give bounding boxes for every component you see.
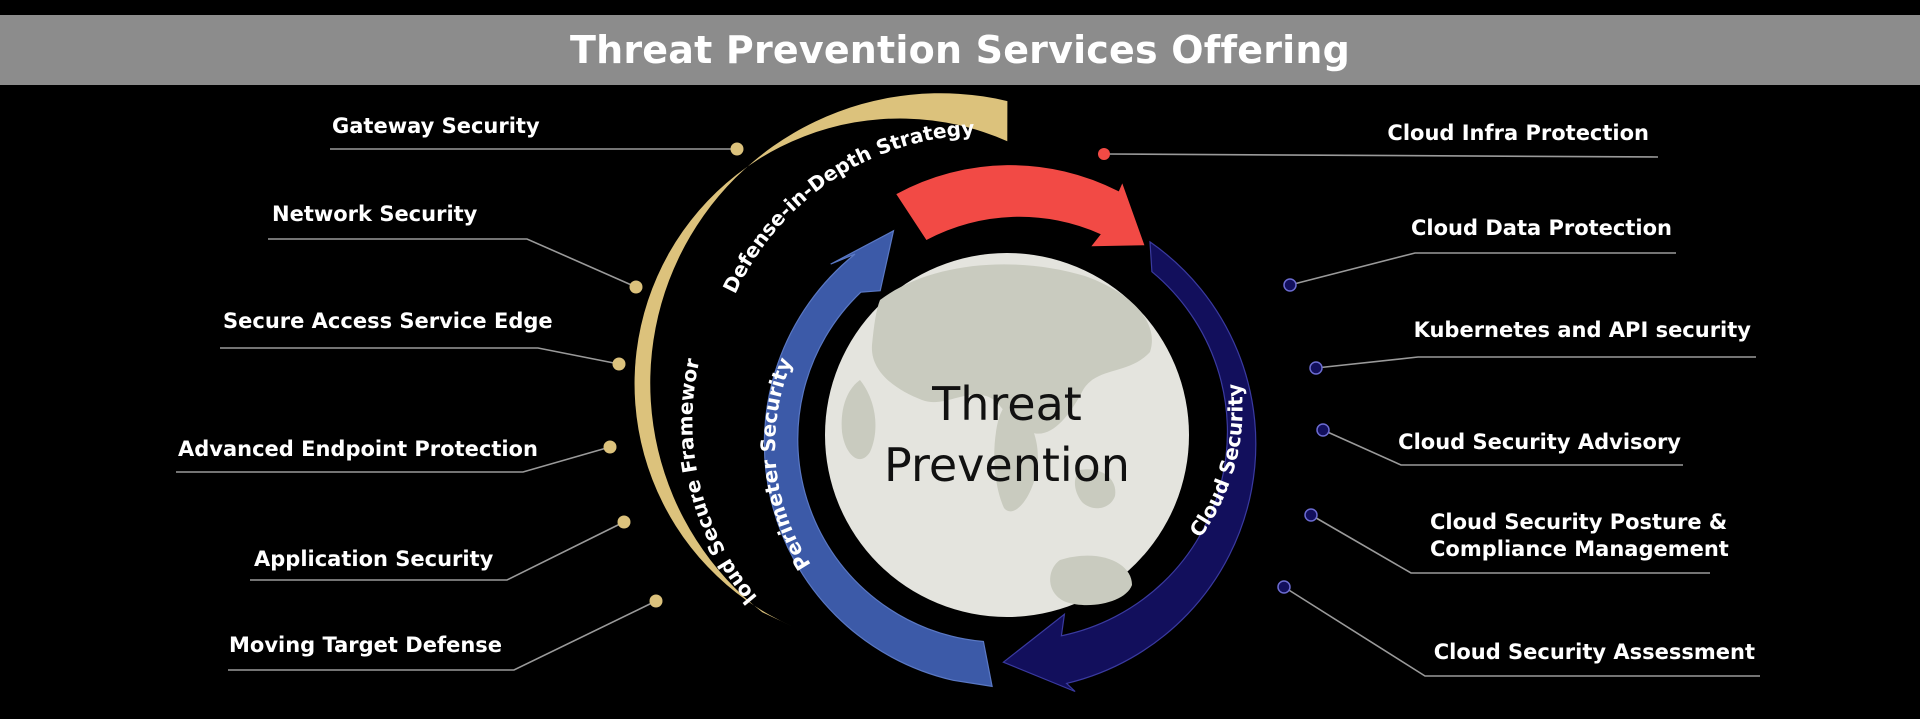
callout-label: Cloud Security Advisory [1398, 430, 1681, 454]
center-title-line2: Prevention [884, 438, 1130, 492]
callout-label-line2: Compliance Management [1430, 537, 1729, 561]
callout-moving-target-defense: Moving Target Defense [228, 594, 663, 671]
callout-label: Application Security [254, 547, 494, 571]
callout-cloud-security-advisory: Cloud Security Advisory [1316, 423, 1683, 466]
callout-gateway-security: Gateway Security [330, 114, 744, 156]
right-callouts: Cloud Infra Protection Cloud Data Protec… [1098, 121, 1760, 677]
callout-label: Cloud Security Assessment [1434, 640, 1755, 664]
left-callouts: Gateway Security Network Security Secure… [176, 114, 744, 671]
callout-label: Cloud Infra Protection [1387, 121, 1649, 145]
callout-label: Moving Target Defense [229, 633, 502, 657]
callout-label: Network Security [272, 202, 478, 226]
cloud-security-arrow [1002, 240, 1257, 693]
callout-label-line1: Cloud Security Posture & [1430, 510, 1727, 534]
callout-sase: Secure Access Service Edge [220, 309, 626, 371]
callout-label: Advanced Endpoint Protection [178, 437, 538, 461]
callout-application-security: Application Security [250, 515, 631, 581]
red-arrow [896, 165, 1145, 247]
callout-cloud-infra-protection: Cloud Infra Protection [1098, 121, 1659, 160]
callout-label: Cloud Data Protection [1411, 216, 1672, 240]
globe-land-shapes [841, 264, 1152, 606]
callout-cloud-security-assessment: Cloud Security Assessment [1277, 580, 1760, 677]
callout-label: Gateway Security [332, 114, 540, 138]
callout-label: Kubernetes and API security [1414, 318, 1752, 342]
callout-cloud-data-protection: Cloud Data Protection [1283, 216, 1676, 292]
center-title-line1: Threat [931, 377, 1082, 431]
callout-endpoint-protection: Advanced Endpoint Protection [176, 437, 617, 473]
callout-label: Secure Access Service Edge [223, 309, 553, 333]
title-bar: Threat Prevention Services Offering [0, 15, 1920, 85]
callout-network-security: Network Security [268, 202, 643, 294]
page-title: Threat Prevention Services Offering [569, 28, 1351, 72]
callout-cspm: Cloud Security Posture & Compliance Mana… [1304, 508, 1729, 574]
callout-kubernetes-api-security: Kubernetes and API security [1309, 318, 1756, 375]
perimeter-arrow [763, 229, 993, 688]
